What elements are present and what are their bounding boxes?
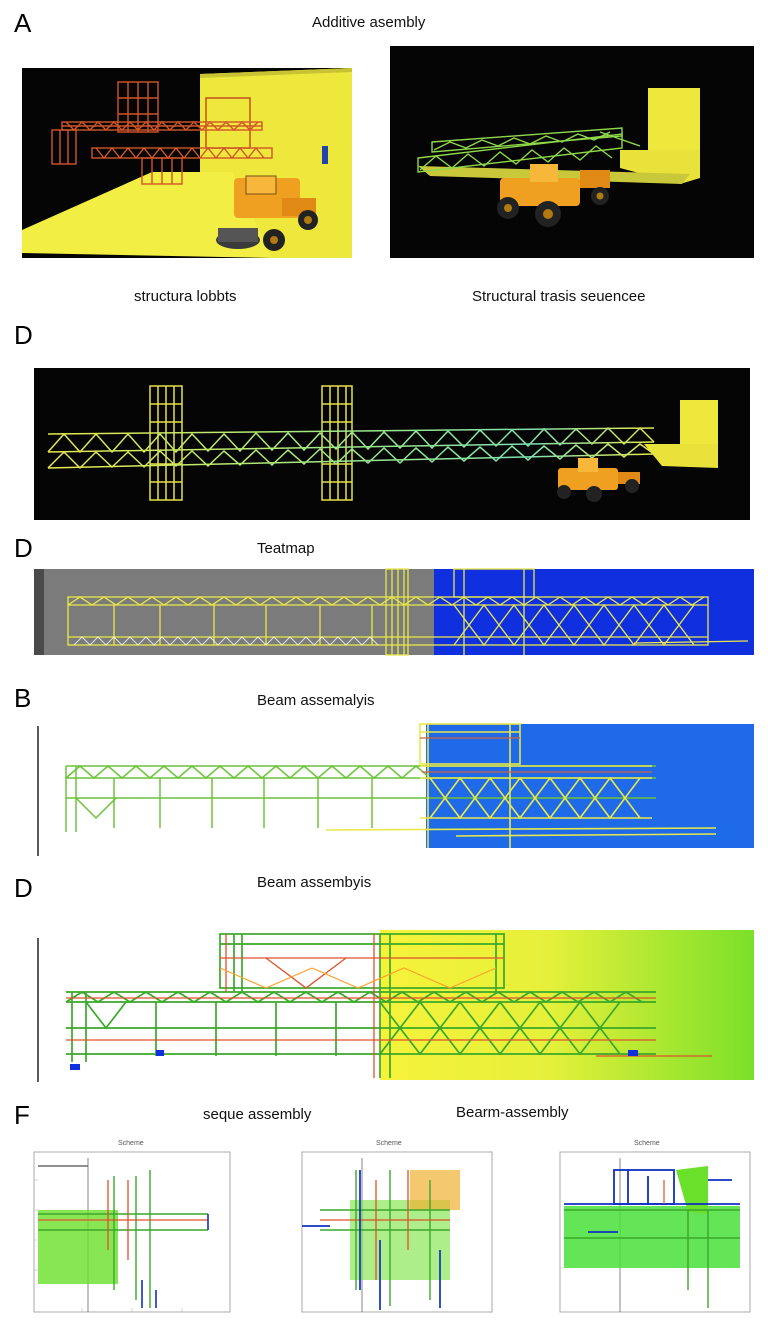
- mini-plot-1: Scheme: [22, 1140, 234, 1324]
- mini-plot-2: Scheme: [290, 1140, 496, 1324]
- panel-letter-d3: D: [14, 873, 33, 903]
- vehicle-icon: [216, 175, 318, 251]
- panel-letter-d1: D: [14, 320, 33, 350]
- scene-left: [22, 68, 352, 258]
- vehicle-icon: [557, 458, 640, 502]
- mini-plot-title-1: Scheme: [118, 1140, 144, 1147]
- beam-assembly-d: [36, 928, 754, 1084]
- panel-letter-f: F: [14, 1100, 30, 1130]
- panel-letter-d2: D: [14, 533, 33, 563]
- beam-b-title: Beam assemalyis: [257, 692, 375, 709]
- top-title: Additive asembly: [312, 14, 426, 31]
- beam-d-title: Beam assembyis: [257, 874, 372, 891]
- beam-assembly-b: [36, 718, 754, 858]
- scene-right: [390, 46, 754, 258]
- long-truss-scene: [34, 368, 750, 520]
- mini-plot-title-2: Scheme: [376, 1140, 402, 1147]
- right-label: Structural trasis seuencee: [472, 288, 646, 305]
- panel-letter-a: A: [14, 8, 32, 38]
- mini-plot-title-3: Scheme: [634, 1140, 660, 1147]
- vehicle-icon: [497, 164, 610, 227]
- f-left-title: seque assembly: [203, 1106, 312, 1123]
- panel-letter-b: B: [14, 683, 32, 713]
- f-right-title: Bearm-assembly: [456, 1104, 569, 1121]
- heatmap-truss: [34, 567, 754, 657]
- left-label: structura lobbts: [134, 288, 237, 305]
- mini-plot-3: Scheme: [548, 1140, 754, 1324]
- heatmap-title: Teatmap: [257, 540, 315, 557]
